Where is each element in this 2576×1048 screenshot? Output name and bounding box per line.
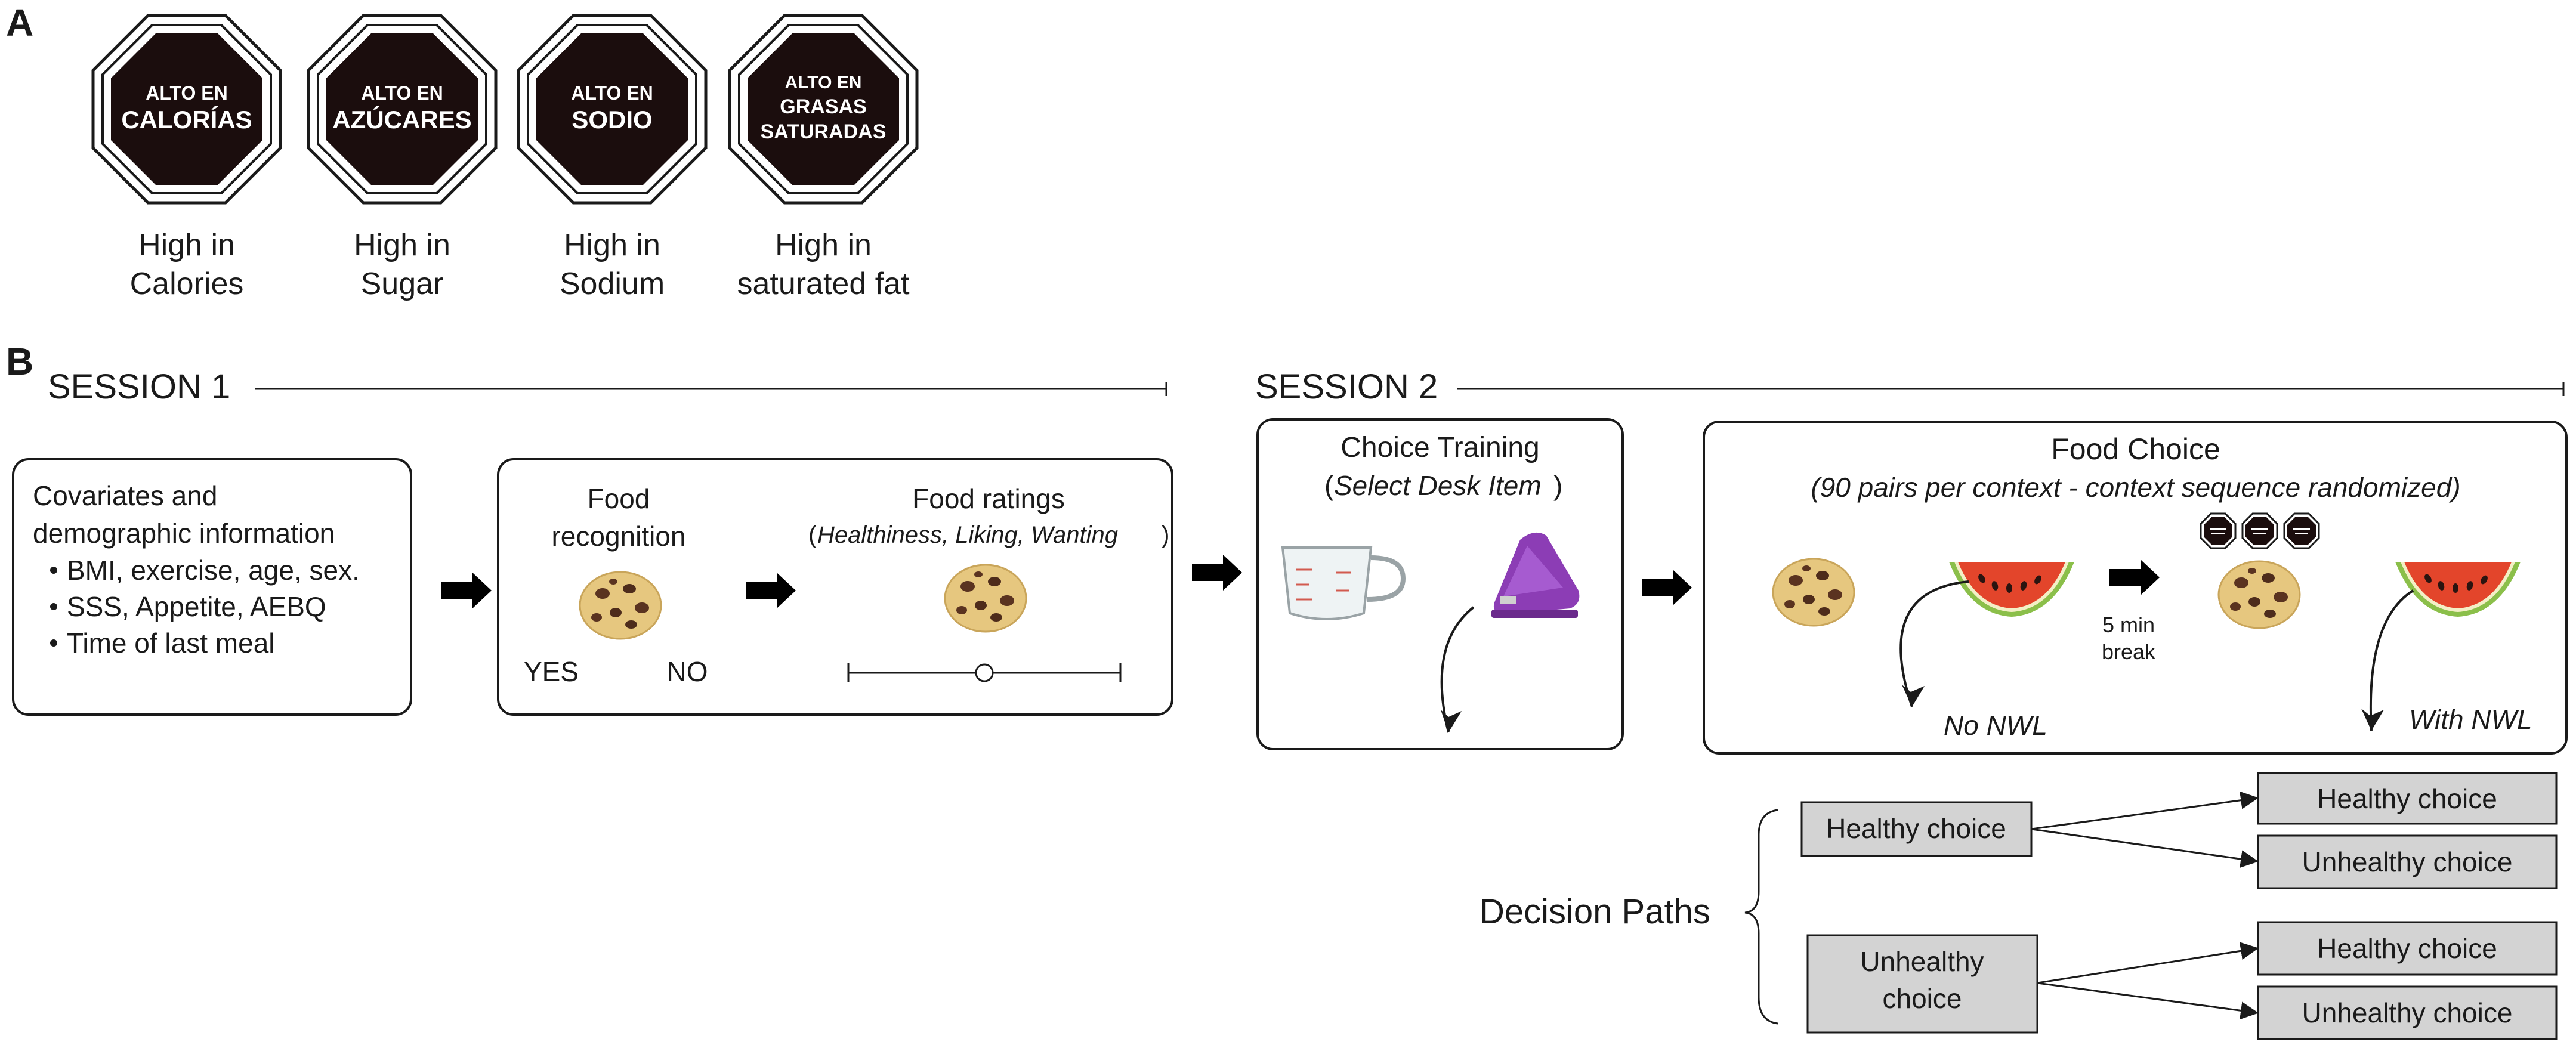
cursor-icon [1902,685,1925,707]
path-arrow [2031,791,2259,830]
choice-training-box: Choice Training ( Select Desk Item ) [1256,418,1624,750]
path-arrow [2031,828,2259,868]
cookie-image [579,571,662,640]
decision-paths-brace [1744,809,1778,1025]
choice-path [2369,589,2414,731]
path-arrow [2037,942,2259,984]
ratings-subtitle-open: ( [808,522,817,548]
yes-option: YES [524,656,579,687]
rating-slider-handle [975,663,994,682]
training-subtitle: Select Desk Item [1334,470,1542,501]
octagon-label-line: CALORÍAS [121,106,252,134]
covariate-item: BMI, exercise, age, sex. [67,555,360,586]
octagon-label-line: SODIO [572,106,652,134]
flow-arrow-icon [441,573,492,608]
second-choice-label: Healthy choice [2317,783,2497,814]
octagon-label-line: ALTO EN [146,82,227,104]
food-choice-title: Food Choice [2051,432,2220,466]
second-choice-label: Healthy choice [2317,933,2497,964]
octagon-label-line: AZÚCARES [332,105,471,134]
training-subtitle-open: ( [1324,470,1334,501]
first-choice-label: Unhealthy [1860,946,1984,977]
octagon-label-line: SATURADAS [761,120,887,143]
cursor-icon [1441,710,1462,732]
panel-a-letter: A [6,1,33,44]
covariate-item: SSS, Appetite, AEBQ [67,591,326,622]
second-choice-unhealthy-after-healthy: Unhealthy choice [2257,834,2558,889]
covariates-box: Covariates and demographic information B… [12,458,412,716]
octagon-label-line: GRASAS [780,95,866,118]
octagon-label-line: ALTO EN [571,82,653,104]
bullet-icon [50,639,57,647]
label-caption: Calories [130,267,244,301]
label-caption: High in [564,228,660,262]
nutrition-warning-label-calories: ALTO EN CALORÍAS [93,16,280,203]
flow-arrow-icon [1642,570,1692,605]
session-2-label: SESSION 2 [1255,367,1438,406]
second-choice-healthy-after-healthy: Healthy choice [2257,772,2558,825]
first-choice-label: Healthy choice [1826,813,2006,844]
bullet-icon [50,567,57,574]
covariates-title: Covariates and [33,480,217,511]
octagon-label-line: ALTO EN [785,73,862,92]
label-caption: Sugar [361,267,444,301]
training-subtitle-close: ) [1553,470,1562,501]
first-choice-unhealthy: Unhealthy choice [1806,934,2038,1034]
choice-path [1899,580,1969,707]
session-1-label: SESSION 1 [48,367,230,406]
recognition-title: Food [588,483,650,514]
nutrition-warning-label-sugar: ALTO EN AZÚCARES [308,16,496,203]
label-caption: saturated fat [737,267,910,301]
label-caption: High in [775,228,872,262]
choice-path [1440,606,1475,733]
food-choice-subtitle: (90 pairs per context - context sequence… [1811,472,2460,503]
second-choice-label: Unhealthy choice [2302,846,2513,877]
covariate-item: Time of last meal [67,627,275,659]
label-caption: High in [138,228,235,262]
cursor-icon [2361,709,2384,731]
warning-label-icon [2241,512,2278,549]
warning-label-icon [2200,512,2237,549]
second-choice-healthy-after-unhealthy: Healthy choice [2257,921,2558,976]
stapler-image [1491,532,1580,618]
label-caption: High in [354,228,450,262]
recognition-title: recognition [551,521,685,552]
flow-arrow-icon [1192,555,1242,591]
ratings-title: Food ratings [912,483,1065,514]
measuring-cup-image [1281,546,1406,620]
first-choice-healthy: Healthy choice [1800,801,2033,857]
bullet-icon [50,603,57,610]
panel-b-letter: B [6,340,33,383]
with-nwl-label: With NWL [2409,704,2532,735]
no-nwl-label: No NWL [1944,710,2047,741]
warning-label-icon [2283,512,2320,549]
nutrition-warning-label-saturated-fat: ALTO EN GRASAS SATURADAS [730,16,917,203]
ratings-subtitle: Healthiness, Liking, Wanting [817,522,1118,548]
cookie-image [944,564,1027,633]
cookie-image [1772,558,1855,627]
cookie-image [2217,560,2301,629]
recognition-ratings-box: Food recognition YES NO Food ratings ( H… [497,458,1173,716]
decision-paths-label: Decision Paths [1479,892,1710,931]
covariates-title: demographic information [33,518,335,549]
food-choice-box: Food Choice (90 pairs per context - cont… [1703,421,2568,755]
first-choice-label: choice [1883,983,1962,1014]
ratings-subtitle-close: ) [1162,522,1169,548]
path-arrow [2037,982,2259,1020]
second-choice-label: Unhealthy choice [2302,997,2513,1028]
octagon-label-line: ALTO EN [361,82,443,104]
break-label: break [2102,639,2156,664]
training-title: Choice Training [1340,432,1540,463]
no-option: NO [667,656,708,687]
break-label: 5 min [2102,613,2155,637]
label-caption: Sodium [560,267,665,301]
nutrition-warning-label-sodium: ALTO EN SODIO [518,16,706,203]
second-choice-unhealthy-after-unhealthy: Unhealthy choice [2257,985,2558,1040]
